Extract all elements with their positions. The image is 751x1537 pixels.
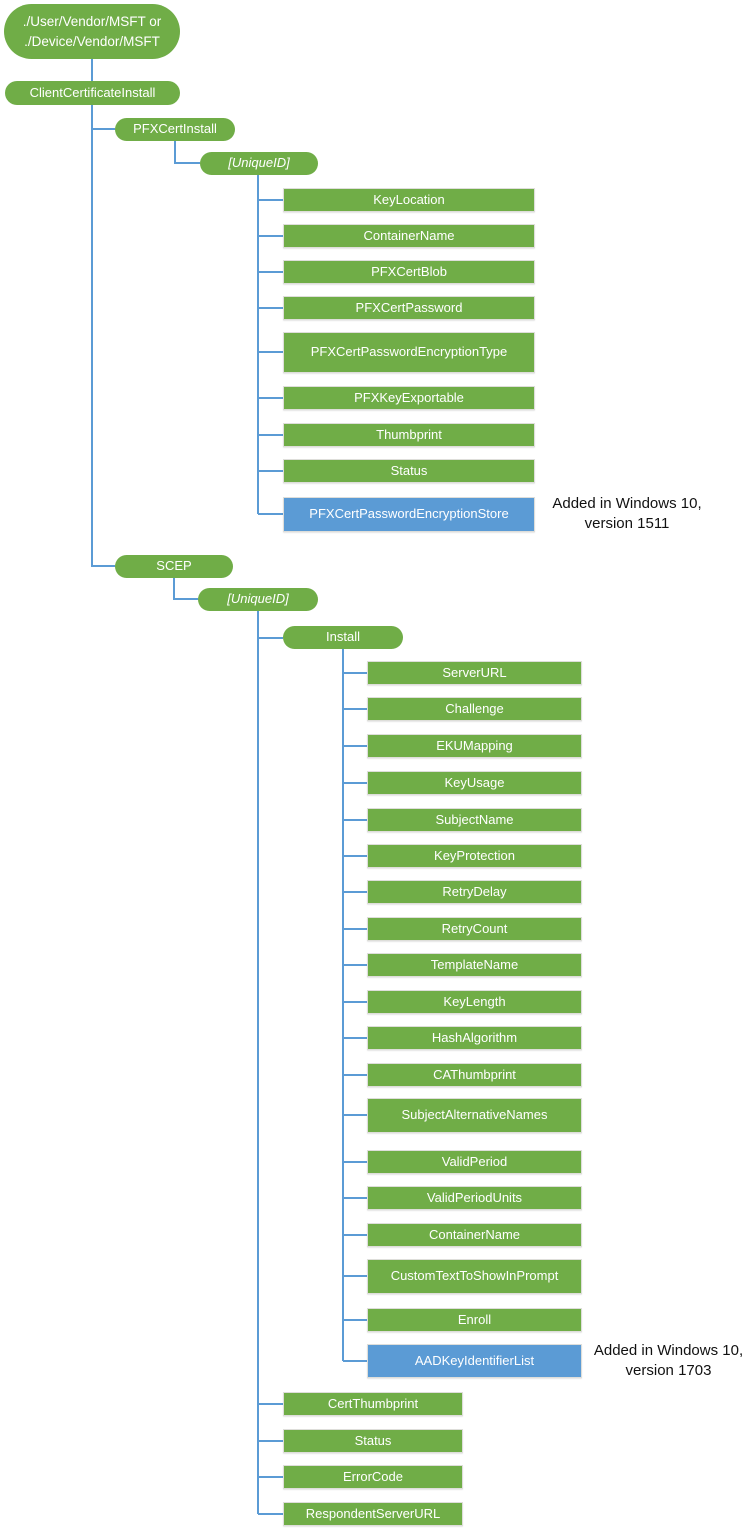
node-scep: SCEP [115, 555, 233, 578]
note-1511-line1: Added in Windows 10, [552, 495, 702, 512]
node-pfx-status: Status [283, 459, 535, 483]
note-1511-line2: version 1511 [584, 515, 670, 532]
node-pfxcertpassword: PFXCertPassword [283, 296, 535, 320]
note-added-windows10-1511: Added in Windows 10, version 1511 [543, 494, 711, 534]
node-challenge: Challenge [367, 697, 582, 721]
node-retrycount: RetryCount [367, 917, 582, 941]
node-keyprotection: KeyProtection [367, 844, 582, 868]
node-errorcode: ErrorCode [283, 1465, 463, 1489]
node-keyusage: KeyUsage [367, 771, 582, 795]
node-scep-containername: ContainerName [367, 1223, 582, 1247]
node-scep-status: Status [283, 1429, 463, 1453]
note-added-windows10-1703: Added in Windows 10, version 1703 [586, 1341, 751, 1381]
node-pfxcertblob: PFXCertBlob [283, 260, 535, 284]
node-keylength: KeyLength [367, 990, 582, 1014]
note-1703-line1: Added in Windows 10, [593, 1342, 744, 1359]
node-pfxcertpasswordencryptionstore: PFXCertPasswordEncryptionStore [283, 497, 535, 532]
node-respondentserverurl: RespondentServerURL [283, 1502, 463, 1526]
root-path-line2: ./Device/Vendor/MSFT [24, 33, 160, 49]
node-scep-uniqueid: [UniqueID] [198, 588, 318, 611]
note-1703-line2: version 1703 [625, 1362, 712, 1379]
node-subjectname: SubjectName [367, 808, 582, 832]
node-pfx-thumbprint: Thumbprint [283, 423, 535, 447]
node-aadkeyidentifierlist: AADKeyIdentifierList [367, 1344, 582, 1378]
node-pfxcertinstall: PFXCertInstall [115, 118, 235, 141]
node-enroll: Enroll [367, 1308, 582, 1332]
node-customtexttoshowinprompt: CustomTextToShowInPrompt [367, 1259, 582, 1294]
node-templatename: TemplateName [367, 953, 582, 977]
node-cathumbprint: CAThumbprint [367, 1063, 582, 1087]
node-root-path: ./User/Vendor/MSFT or ./Device/Vendor/MS… [4, 4, 180, 59]
node-clientcertificateinstall: ClientCertificateInstall [5, 81, 180, 105]
node-ekumapping: EKUMapping [367, 734, 582, 758]
node-keylocation: KeyLocation [283, 188, 535, 212]
node-serverurl: ServerURL [367, 661, 582, 685]
node-hashalgorithm: HashAlgorithm [367, 1026, 582, 1050]
node-validperiodunits: ValidPeriodUnits [367, 1186, 582, 1210]
node-pfxkeyexportable: PFXKeyExportable [283, 386, 535, 410]
node-certthumbprint: CertThumbprint [283, 1392, 463, 1416]
node-subjectalternativenames: SubjectAlternativeNames [367, 1098, 582, 1133]
node-pfxcertpasswordencryptiontype: PFXCertPasswordEncryptionType [283, 332, 535, 373]
node-pfx-containername: ContainerName [283, 224, 535, 248]
node-install: Install [283, 626, 403, 649]
node-validperiod: ValidPeriod [367, 1150, 582, 1174]
root-path-line1: ./User/Vendor/MSFT or [22, 13, 162, 29]
node-pfx-uniqueid: [UniqueID] [200, 152, 318, 175]
node-retrydelay: RetryDelay [367, 880, 582, 904]
